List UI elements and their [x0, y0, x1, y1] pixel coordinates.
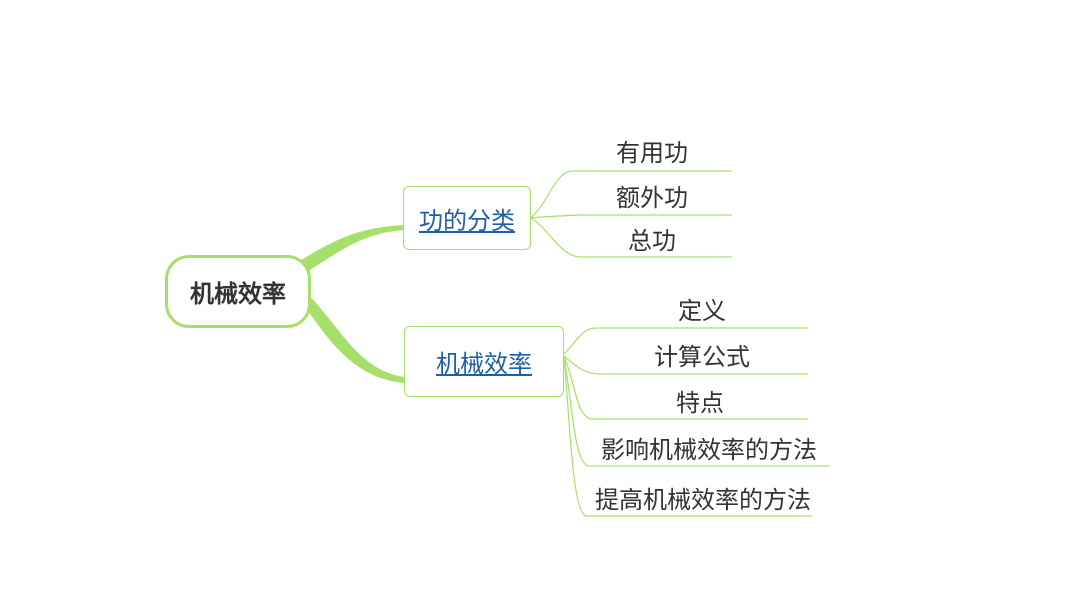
branch-0-leaf-connectors: [530, 170, 732, 258]
root-to-branch-0-connector: [298, 224, 405, 272]
branch-1-leaf-connectors: [563, 327, 830, 517]
leaf-extra-work: 额外功: [616, 184, 688, 212]
leaf-ways-to-improve-efficiency: 提高机械效率的方法: [595, 486, 811, 514]
branch-link-work-classification[interactable]: 功的分类: [419, 206, 515, 235]
branch-node-work-classification[interactable]: 功的分类: [403, 186, 531, 250]
branch-node-mechanical-efficiency[interactable]: 机械效率: [404, 326, 564, 397]
leaf-total-work: 总功: [628, 227, 676, 255]
branch-link-mechanical-efficiency[interactable]: 机械效率: [436, 350, 532, 378]
leaf-definition: 定义: [678, 297, 726, 325]
root-node[interactable]: 机械效率: [165, 255, 311, 328]
leaf-features: 特点: [676, 389, 724, 417]
root-label: 机械效率: [190, 280, 286, 308]
leaf-factors-affecting-efficiency: 影响机械效率的方法: [601, 436, 817, 464]
leaf-useful-work: 有用功: [616, 139, 688, 167]
leaf-formula: 计算公式: [654, 343, 750, 371]
root-to-branch-1-connector: [308, 297, 405, 384]
